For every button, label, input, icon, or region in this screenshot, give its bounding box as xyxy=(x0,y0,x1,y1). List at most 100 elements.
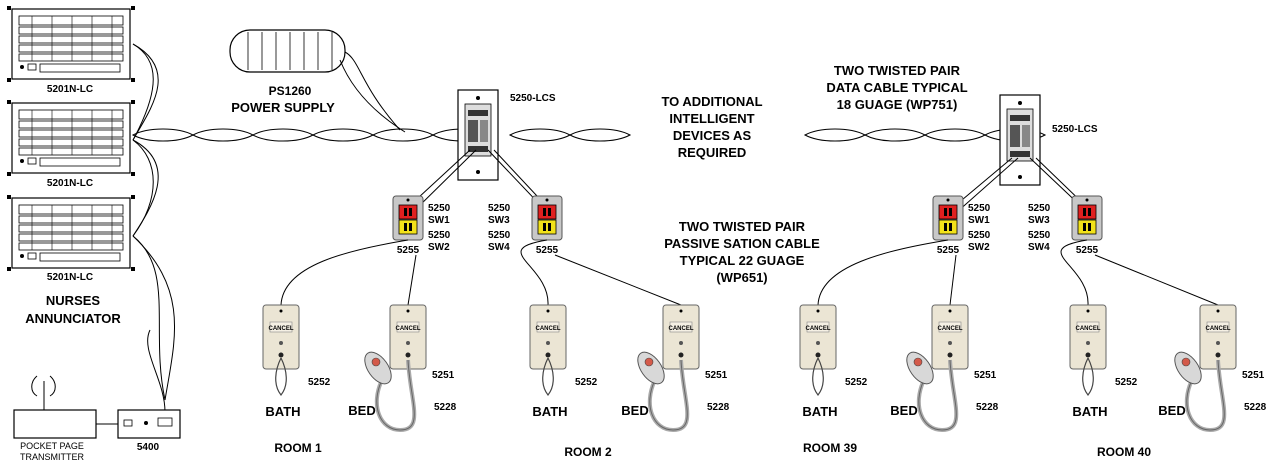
bath-station-model: 5252 xyxy=(1115,377,1138,388)
svg-text:TWO TWISTED PAIR: TWO TWISTED PAIR xyxy=(679,219,806,234)
bed-station-model: 5251 xyxy=(432,370,455,381)
controller-right: 5250-LCS xyxy=(999,94,1098,186)
pocket-page-label-line1: POCKET PAGE xyxy=(20,441,84,451)
annunciator-panel-1: 5201N-LC xyxy=(6,5,136,95)
svg-text:TO ADDITIONAL: TO ADDITIONAL xyxy=(661,94,762,109)
data-cable-note: TWO TWISTED PAIR DATA CABLE TYPICAL 18 G… xyxy=(826,63,967,112)
switch-label: 5250 xyxy=(968,230,991,241)
svg-text:DEVICES AS: DEVICES AS xyxy=(673,128,752,143)
svg-text:DATA CABLE TYPICAL: DATA CABLE TYPICAL xyxy=(826,80,967,95)
room-name: ROOM 39 xyxy=(803,441,857,455)
cord-model-label: 5228 xyxy=(976,402,999,413)
annunciator-daisy-chain-cable xyxy=(132,43,176,413)
switch-label: 5250 xyxy=(488,203,511,214)
cancel-button-label: CANCEL xyxy=(1206,326,1231,332)
svg-text:TWO TWISTED PAIR: TWO TWISTED PAIR xyxy=(834,63,961,78)
room-name: ROOM 2 xyxy=(564,445,612,459)
switch-label: SW3 xyxy=(488,215,510,226)
room-name: ROOM 40 xyxy=(1097,445,1151,459)
bath-station-model: 5252 xyxy=(575,377,598,388)
bath-label: BATH xyxy=(802,404,837,419)
switch-label: 5250 xyxy=(968,203,991,214)
svg-text:18 GUAGE (WP751): 18 GUAGE (WP751) xyxy=(837,97,958,112)
cord-model-label: 5228 xyxy=(1244,402,1267,413)
switch-label: SW1 xyxy=(968,215,990,226)
interface-5400-label: 5400 xyxy=(137,442,160,453)
annunciator-panel-3: 5201N-LC xyxy=(6,194,136,283)
cancel-button-label: CANCEL xyxy=(669,326,694,332)
switch-label: SW2 xyxy=(428,242,450,253)
switch-label: SW2 xyxy=(968,242,990,253)
svg-text:PASSIVE SATION CABLE: PASSIVE SATION CABLE xyxy=(664,236,820,251)
power-supply-label: POWER SUPPLY xyxy=(231,100,335,115)
station-model-label: 5255 xyxy=(397,245,420,256)
annunciator-label: 5201N-LC xyxy=(47,178,93,189)
annunciator-label: 5201N-LC xyxy=(47,84,93,95)
svg-text:INTELLIGENT: INTELLIGENT xyxy=(669,111,754,126)
switch-label: 5250 xyxy=(488,230,511,241)
data-bus-left xyxy=(132,128,631,142)
bed-label: BED xyxy=(621,403,648,418)
room-name: ROOM 1 xyxy=(274,441,322,455)
cord-model-label: 5228 xyxy=(434,402,457,413)
switch-label: 5250 xyxy=(1028,203,1051,214)
bath-label: BATH xyxy=(1072,404,1107,419)
controller-label: 5250-LCS xyxy=(1052,124,1098,135)
pocket-page-label-line2: TRANSMITTER xyxy=(20,452,84,462)
cancel-button-label: CANCEL xyxy=(269,326,294,332)
bath-station-model: 5252 xyxy=(308,377,331,388)
svg-text:REQUIRED: REQUIRED xyxy=(678,145,747,160)
switch-label: 5250 xyxy=(428,203,451,214)
bed-station-model: 5251 xyxy=(974,370,997,381)
annunciator-caption-line2: ANNUNCIATOR xyxy=(25,311,121,326)
controller-label: 5250-LCS xyxy=(510,93,556,104)
svg-text:TYPICAL 22 GUAGE: TYPICAL 22 GUAGE xyxy=(680,253,805,268)
switch-label: SW3 xyxy=(1028,215,1050,226)
bed-label: BED xyxy=(1158,403,1185,418)
cancel-button-label: CANCEL xyxy=(806,326,831,332)
annunciator-label: 5201N-LC xyxy=(47,272,93,283)
power-supply-model: PS1260 xyxy=(269,84,312,98)
power-supply: PS1260 POWER SUPPLY xyxy=(229,29,406,133)
cord-model-label: 5228 xyxy=(707,402,730,413)
bath-label: BATH xyxy=(532,404,567,419)
bath-label: BATH xyxy=(265,404,300,419)
station-model-label: 5255 xyxy=(536,245,559,256)
annunciator-panel-2: 5201N-LC xyxy=(6,99,136,189)
pocket-page-transmitter: POCKET PAGE TRANSMITTER 5400 xyxy=(13,375,181,462)
bed-label: BED xyxy=(348,403,375,418)
cancel-button-label: CANCEL xyxy=(396,326,421,332)
cancel-button-label: CANCEL xyxy=(536,326,561,332)
additional-devices-note: TO ADDITIONAL INTELLIGENT DEVICES AS REQ… xyxy=(661,94,762,160)
switch-label: SW4 xyxy=(1028,242,1050,253)
switch-label: SW1 xyxy=(428,215,450,226)
bath-station-model: 5252 xyxy=(845,377,868,388)
svg-text:(WP651): (WP651) xyxy=(716,270,767,285)
station-model-label: 5255 xyxy=(937,245,960,256)
switch-label: SW4 xyxy=(488,242,510,253)
annunciator-caption-line1: NURSES xyxy=(46,293,101,308)
station-model-label: 5255 xyxy=(1076,245,1099,256)
passive-cable-note: TWO TWISTED PAIR PASSIVE SATION CABLE TY… xyxy=(664,219,820,285)
controller-left: 5250-LCS xyxy=(457,89,556,181)
switch-label: 5250 xyxy=(1028,230,1051,241)
bed-label: BED xyxy=(890,403,917,418)
cancel-button-label: CANCEL xyxy=(938,326,963,332)
